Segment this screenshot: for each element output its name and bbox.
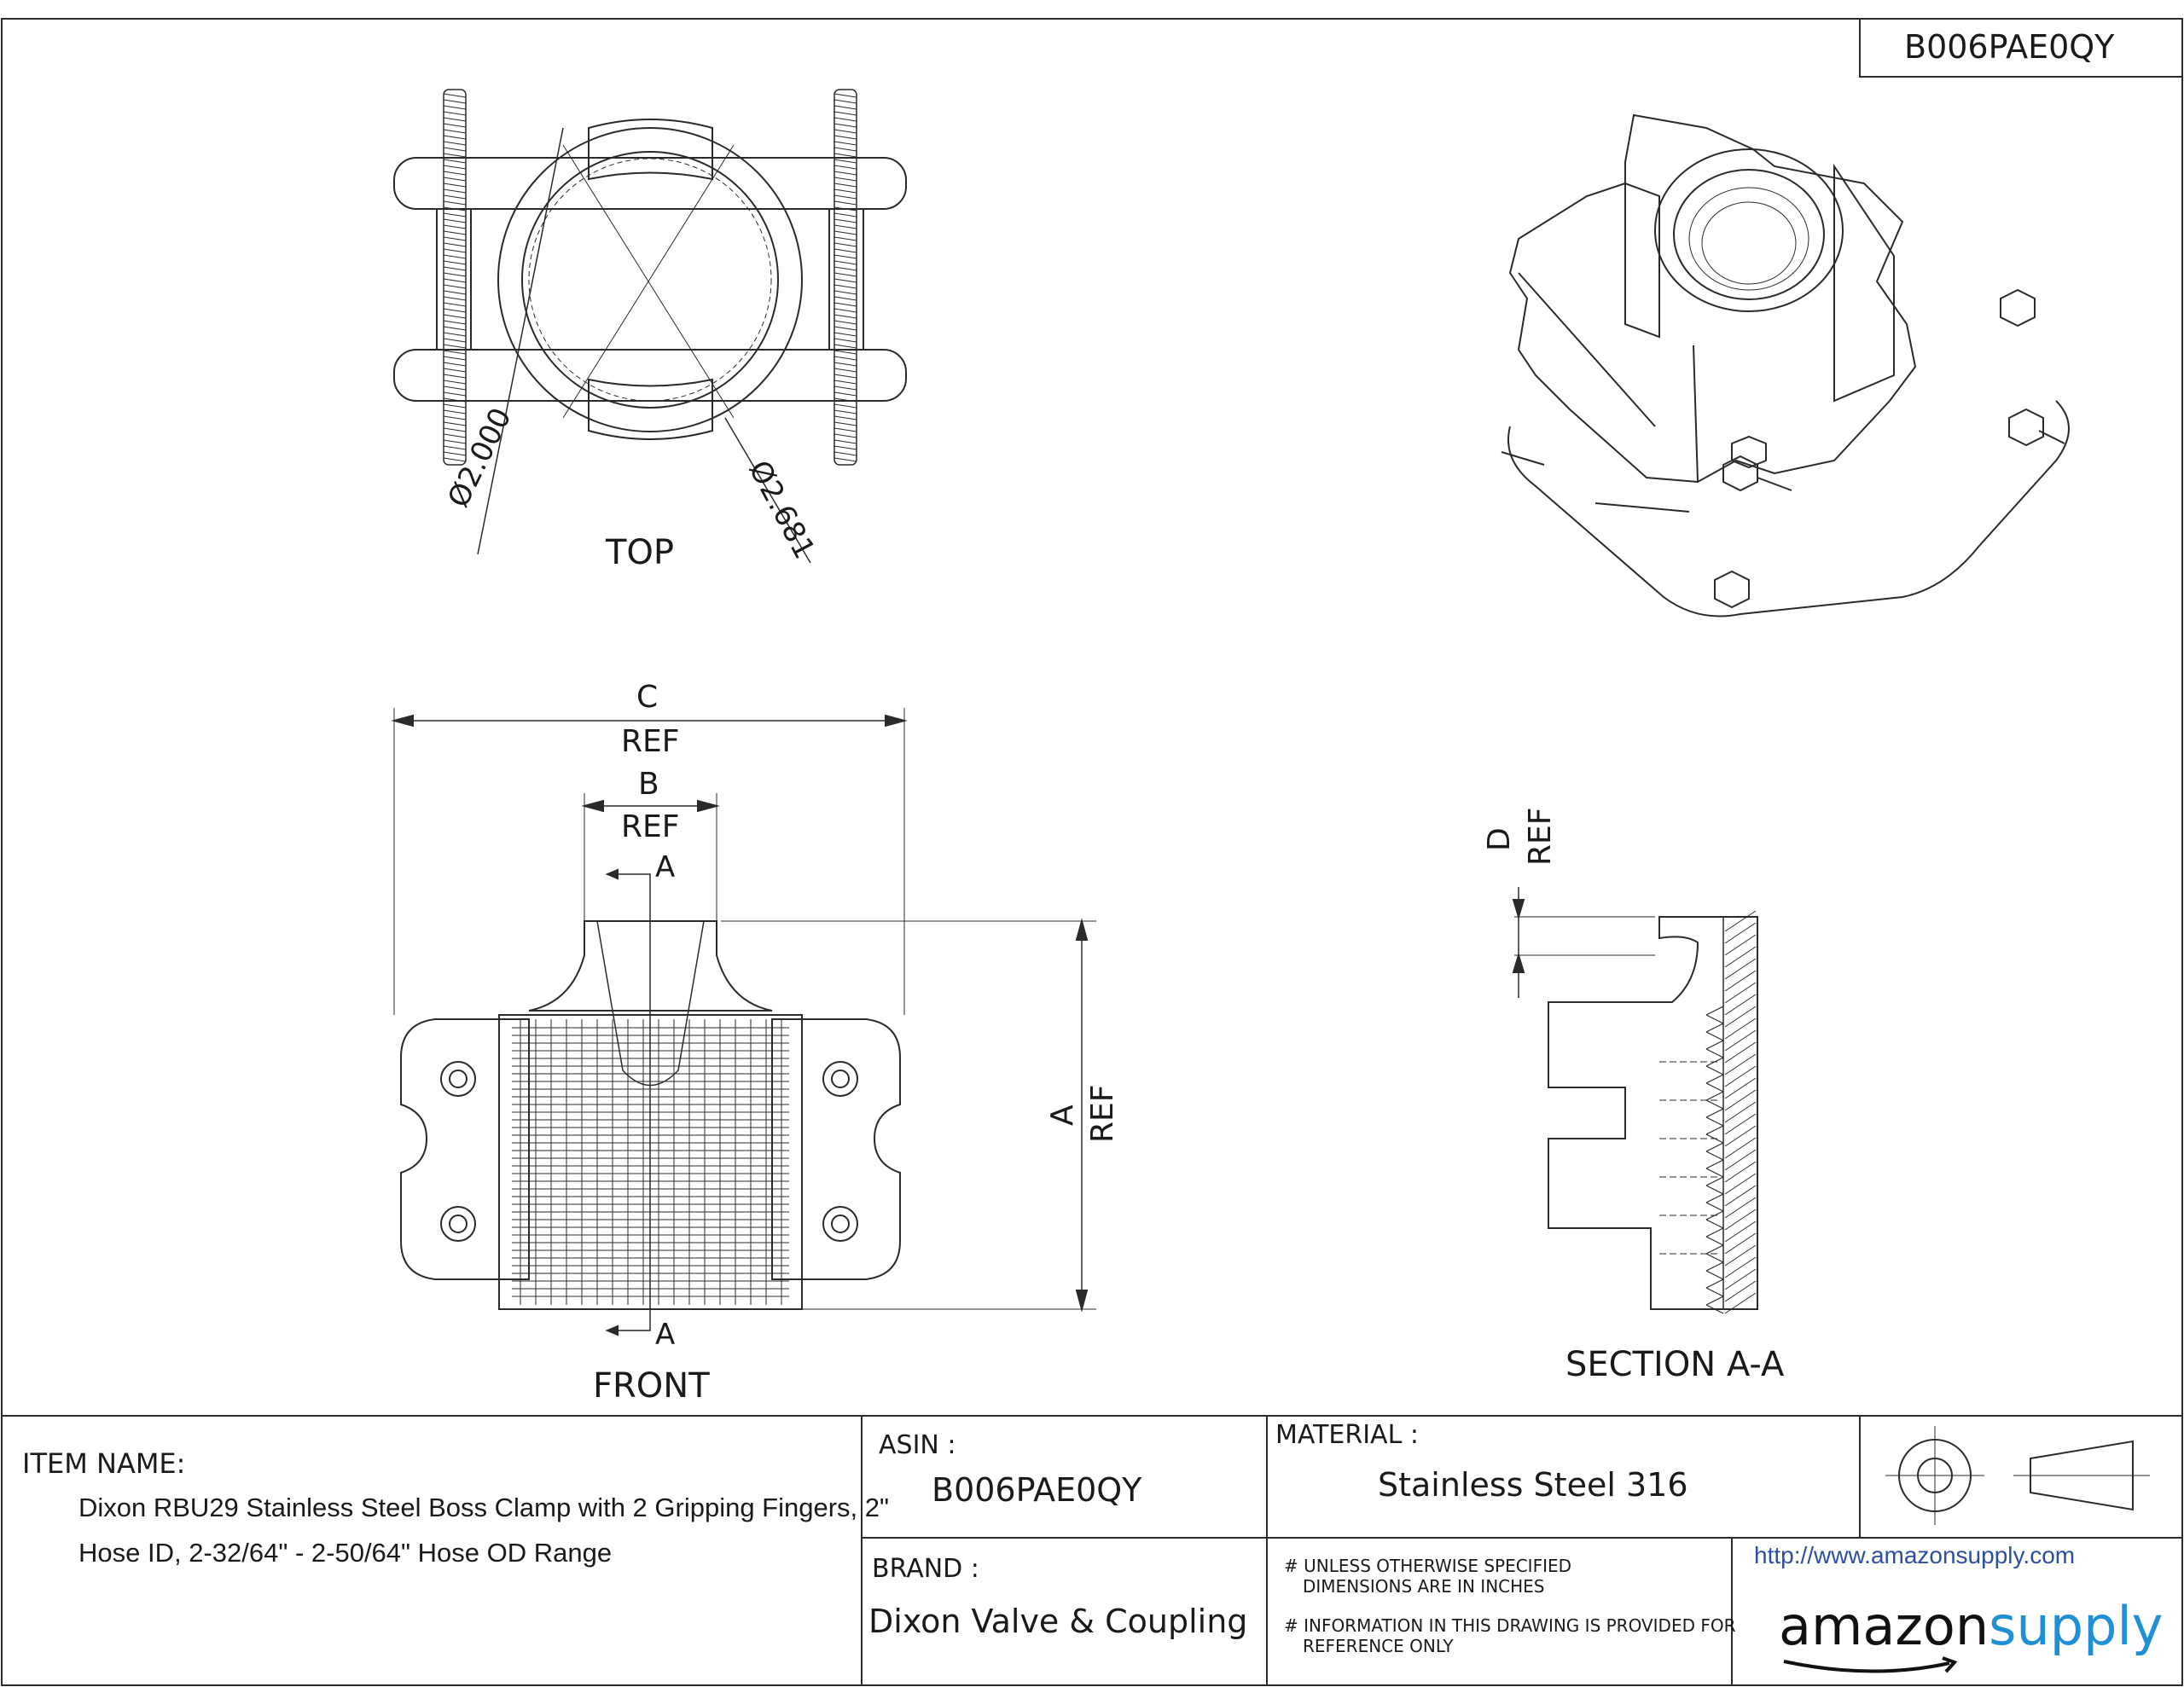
note2-line2: REFERENCE ONLY [1303, 1636, 1454, 1656]
top-view [393, 89, 907, 564]
dim-a-ref: REF [1085, 1084, 1120, 1143]
material-value: Stainless Steel 316 [1378, 1466, 1688, 1504]
view-label-section: SECTION A-A [1565, 1345, 1785, 1384]
logo-amazon: amazon [1779, 1595, 1989, 1657]
dim-b-ref: REF [621, 809, 680, 844]
logo-supply: supply [1989, 1595, 2164, 1657]
section-marker-bottom: A [655, 1318, 676, 1352]
note1-line1: # UNLESS OTHERWISE SPECIFIED [1284, 1556, 1572, 1576]
dim-d-label: D [1482, 827, 1517, 851]
view-label-top: TOP [606, 533, 675, 572]
dim-c-ref: REF [621, 724, 680, 759]
brand-label: BRAND : [872, 1554, 979, 1584]
isometric-view [1501, 113, 2070, 617]
view-label-front: FRONT [593, 1366, 710, 1406]
material-label: MATERIAL : [1275, 1420, 1419, 1450]
asin-value: B006PAE0QY [932, 1471, 1142, 1509]
asin-label: ASIN : [879, 1430, 956, 1460]
brand-value: Dixon Valve & Coupling [868, 1603, 1248, 1640]
part-number: B006PAE0QY [1904, 28, 2115, 66]
logo-smile-icon [1783, 1656, 1958, 1673]
dim-b-label: B [638, 767, 659, 802]
amazonsupply-link[interactable]: http://www.amazonsupply.com [1754, 1542, 2076, 1568]
item-name-line2: Hose ID, 2-32/64" - 2-50/64" Hose OD Ran… [78, 1538, 613, 1568]
note2-line1: # INFORMATION IN THIS DRAWING IS PROVIDE… [1284, 1615, 1736, 1636]
section-marker-top: A [655, 850, 676, 884]
amazonsupply-logo: amazonsupply [1779, 1600, 2163, 1653]
item-name-label: ITEM NAME: [22, 1447, 186, 1480]
dim-d-ref: REF [1523, 807, 1558, 866]
part-number-box [1859, 18, 2183, 78]
item-name-line1: Dixon RBU29 Stainless Steel Boss Clamp w… [78, 1493, 890, 1522]
sheet-border [1, 18, 2183, 1686]
dim-c-label: C [636, 680, 659, 715]
dim-a-label: A [1045, 1104, 1080, 1126]
front-view [391, 708, 1096, 1336]
projection-symbol [1885, 1426, 2150, 1525]
note1-line2: DIMENSIONS ARE IN INCHES [1303, 1576, 1545, 1597]
section-view [1512, 887, 1758, 1314]
